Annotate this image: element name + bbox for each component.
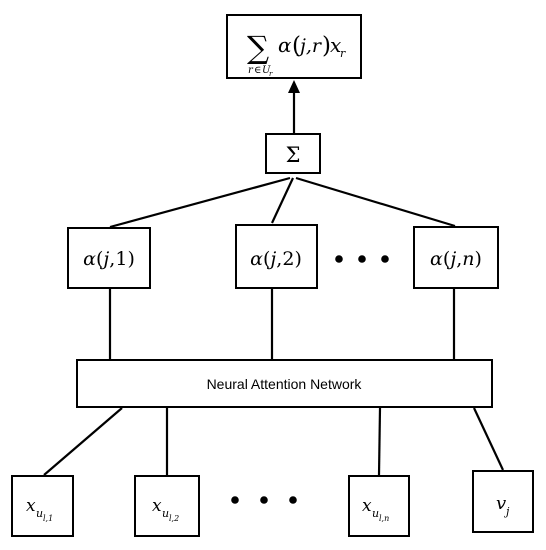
alpha-node-n: α(j,n) [413,226,499,289]
input-n-sub: l,n [379,514,389,523]
arrowhead-icon [288,80,300,93]
weighted-sum-output-node: ∑ r ∈ U r α ( j,r ) x r [226,14,362,79]
input-node-n: x u l,n [348,475,410,537]
input-2-u: u [162,507,169,520]
sigma-symbol: Σ [286,143,301,167]
sum-subscript-r: r [248,65,254,76]
alpha-symbol: α [278,33,292,57]
edge-x1-to-network [43,407,123,476]
open-paren: ( [292,33,301,59]
x-subscript: r [340,47,346,60]
sum-symbol: ∑ [247,30,269,66]
close-paren: ) [322,33,331,59]
edge-v-to-network [473,407,504,471]
input-1-x: x [26,496,36,516]
edge-alpha1-to-sum [109,176,291,229]
alpha-2-label: α(j,2) [250,248,302,270]
input-n-x: x [362,496,372,516]
input-node-1: x u l,1 [11,475,74,537]
sum-node: Σ [265,133,321,174]
edge-xn-to-network [377,407,382,476]
sum-subscript-r2: r [269,70,273,78]
alpha-1-label: α(j,1) [83,248,135,270]
sum-subscript-U: U [262,65,271,76]
x-symbol: x [330,33,341,57]
ellipsis-inputs [231,496,297,504]
v-symbol: v [496,493,506,514]
input-2-x: x [152,496,162,516]
alpha-n-label: α(j,n) [430,248,482,270]
neural-attention-network: Neural Attention Network [76,359,493,408]
alpha-node-2: α(j,2) [235,224,318,289]
alpha-args: j,r [296,35,323,57]
edge-alpha2-to-sum [271,177,294,224]
v-subscript: j [503,505,510,518]
alpha-node-1: α(j,1) [67,227,151,289]
input-n-u: u [372,507,379,520]
target-node-v: v j [472,470,534,533]
sum-subscript-in: ∈ [254,65,261,76]
connectors [43,80,504,476]
input-node-2: x u l,2 [134,475,200,537]
network-label: Neural Attention Network [207,376,363,392]
input-1-sub: l,1 [43,514,53,523]
input-2-sub: l,2 [169,514,179,523]
edge-alphan-to-sum [295,176,456,228]
input-1-u: u [36,507,43,520]
ellipsis-alpha [335,255,389,263]
